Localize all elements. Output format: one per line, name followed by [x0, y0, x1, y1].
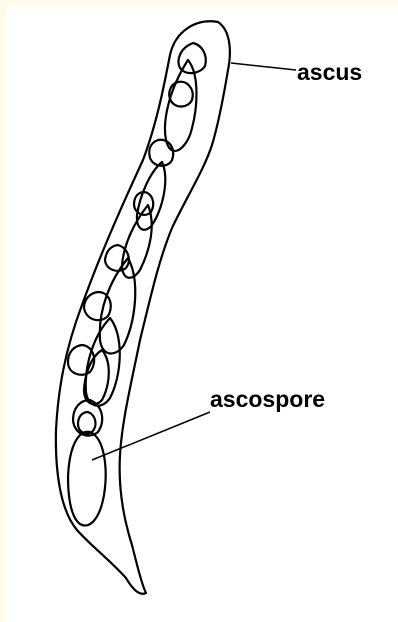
ascus-leader-line: [231, 63, 296, 70]
ascospore-14: [78, 412, 95, 434]
ascospore-2: [169, 82, 192, 107]
ascospore-9: [100, 258, 135, 354]
ascospore-leader-line: [92, 412, 210, 460]
ascospore-label: ascospore: [210, 386, 325, 412]
ascus-label: ascus: [297, 59, 362, 85]
ascospore-15: [68, 432, 105, 526]
ascospore-8: [105, 245, 129, 271]
ascospore-13: [73, 400, 102, 436]
ascospore-12: [68, 345, 94, 375]
ascus-wall: [56, 21, 230, 593]
ascospore-10: [84, 292, 111, 320]
